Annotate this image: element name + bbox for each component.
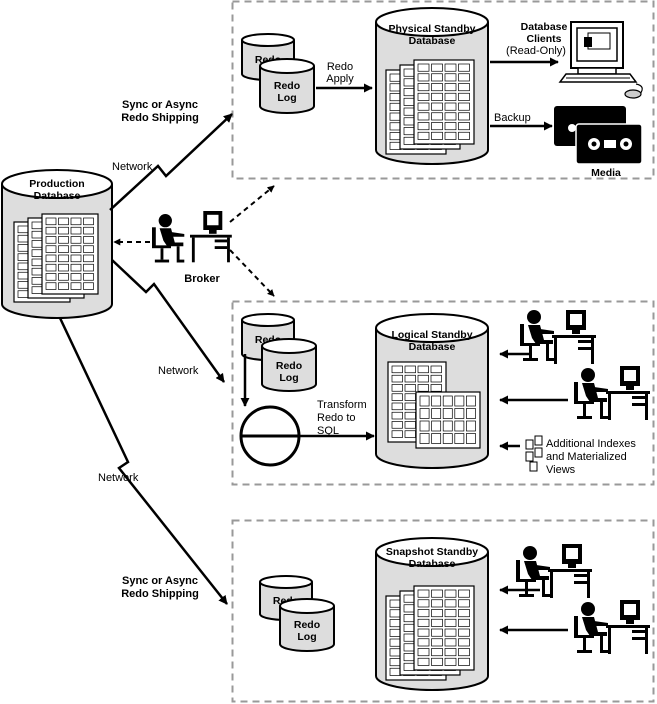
snapshot-redo-log-line1: Redo — [294, 619, 320, 631]
snapshot-redo-log-line2: Log — [297, 631, 316, 643]
clients-line2: Clients — [526, 33, 561, 45]
transform-line3: SQL — [317, 425, 339, 437]
network-link-physical — [109, 113, 233, 211]
indexes-line1: Additional Indexes — [546, 438, 636, 450]
sync-label-3-line1: Sync or Async — [122, 575, 198, 587]
logical-redo-log: Redo Log — [261, 338, 317, 392]
transform-line2: Redo to — [317, 412, 356, 424]
clients-line3: (Read-Only) — [506, 45, 566, 57]
physical-standby-box — [231, 0, 655, 180]
redo-apply-line2: Apply — [326, 73, 354, 85]
physical-redo-log-line1: Redo — [274, 80, 300, 92]
data-pages-icon — [13, 213, 99, 303]
sync-label-line1: Sync or Async — [122, 99, 198, 111]
indexes-line3: Views — [546, 464, 576, 476]
sync-label-3-line2: Redo Shipping — [121, 588, 199, 600]
transform-line1: Transform — [317, 399, 367, 411]
logical-standby-database: Logical Standby Database — [375, 313, 489, 469]
snapshot-redo-log: Redo Log — [279, 598, 335, 652]
logical-standby-box — [231, 300, 655, 486]
tape-media-icon — [554, 106, 643, 165]
logical-title-line1: Logical Standby — [391, 329, 472, 341]
sync-label-line2: Redo Shipping — [121, 112, 199, 124]
snapshot-title-line1: Snapshot Standby — [386, 546, 478, 558]
logical-redo-log-line2: Log — [279, 372, 298, 384]
data-pages-icon — [385, 59, 475, 155]
physical-redo-log-line2: Log — [277, 92, 296, 104]
clients-line1: Database — [521, 21, 568, 33]
broker-to-logical-arrow — [229, 249, 275, 297]
logical-user-1 — [520, 310, 596, 364]
data-pages-icon — [385, 585, 475, 681]
data-pages-icon — [387, 361, 481, 449]
broker-label: Broker — [184, 273, 220, 285]
logical-redo-log-line1: Redo — [276, 360, 302, 372]
redo-apply-line1: Redo — [327, 61, 353, 73]
production-title-line1: Production — [29, 178, 84, 190]
backup-label: Backup — [494, 112, 531, 124]
snapshot-title-line2: Database — [409, 558, 456, 570]
transform-process-icon — [239, 405, 301, 467]
snapshot-standby-box — [231, 519, 655, 703]
network-label-1: Network — [112, 161, 153, 173]
snapshot-user-2 — [574, 600, 650, 654]
computer-icon — [558, 21, 643, 99]
production-title-line2: Database — [34, 190, 81, 202]
physical-standby-database: Physical Standby Database — [375, 7, 489, 165]
physical-redo-log: Redo Log — [259, 58, 315, 114]
network-label-2: Network — [158, 365, 199, 377]
network-link-snapshot — [58, 317, 228, 605]
indexes-line2: and Materialized — [546, 451, 627, 463]
snapshot-standby-database: Snapshot Standby Database — [375, 537, 489, 691]
physical-title-line2: Database — [409, 35, 456, 47]
network-label-3: Network — [98, 472, 139, 484]
network-link-logical — [111, 259, 226, 383]
broker-to-physical-arrow — [229, 185, 275, 223]
production-database: Production Database — [0, 169, 113, 319]
index-pages-icon — [525, 435, 543, 472]
physical-title-line1: Physical Standby — [389, 23, 476, 35]
broker-operator — [152, 211, 232, 263]
media-label: Media — [591, 167, 621, 179]
logical-user-2 — [574, 366, 650, 420]
logical-title-line2: Database — [409, 341, 456, 353]
